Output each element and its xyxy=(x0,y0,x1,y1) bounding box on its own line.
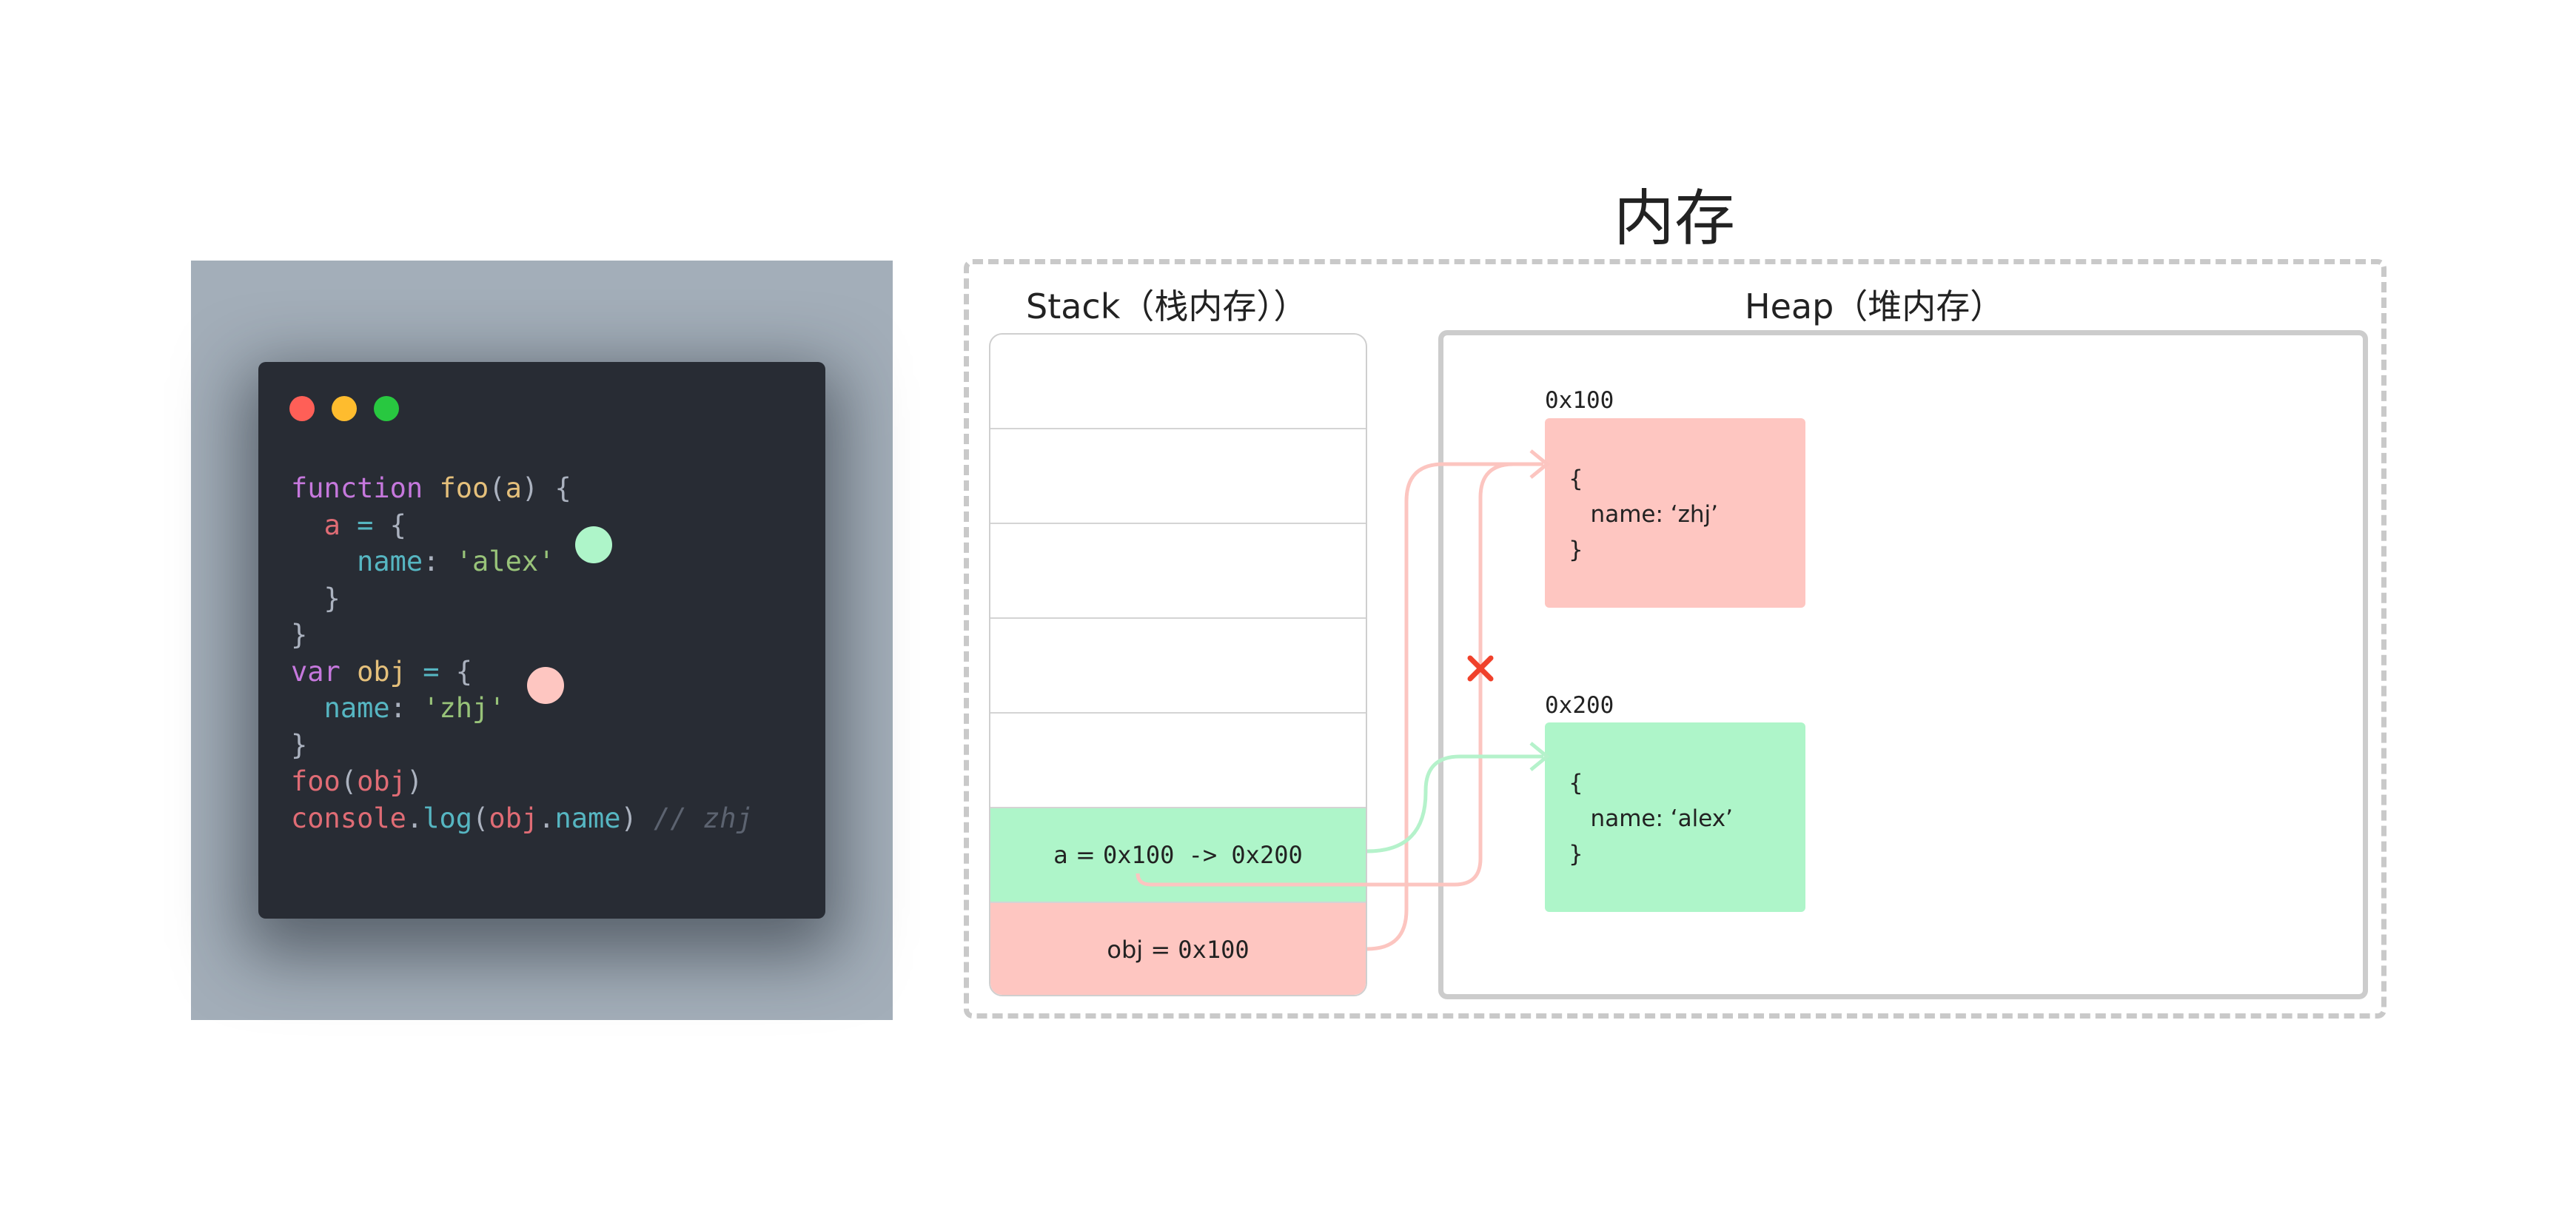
heap-object-line: { xyxy=(1569,770,1583,796)
heap-object-line: { xyxy=(1569,466,1583,492)
code-block: function foo(a) { a = { name: 'alex' } }… xyxy=(291,470,753,836)
code-token: = xyxy=(357,509,374,541)
code-line: } xyxy=(291,619,307,651)
code-token: function xyxy=(291,472,423,504)
stack-obj-prefix: obj = xyxy=(1107,936,1178,964)
code-token: obj xyxy=(489,802,539,834)
a-new-reference-arrow xyxy=(1366,754,1543,853)
zhj-object-marker xyxy=(527,667,564,704)
heap-address-0x100: 0x100 xyxy=(1545,387,1614,414)
stack-a-prefix: a = xyxy=(1053,841,1104,869)
stack-slot-obj: obj = 0x100 xyxy=(990,903,1366,995)
alex-object-marker xyxy=(575,526,612,563)
stack-slot xyxy=(990,429,1366,524)
minimize-window-dot xyxy=(332,396,357,421)
code-token: 'alex' xyxy=(455,546,555,577)
stack-obj-value: 0x100 xyxy=(1178,936,1250,964)
memory-boundary xyxy=(964,259,2387,1019)
code-token: ) xyxy=(620,802,654,834)
code-token: ( xyxy=(472,802,489,834)
code-line: name: 'zhj' xyxy=(291,692,506,724)
heap-object-alex: { name: ‘alex’ } xyxy=(1545,722,1805,912)
code-token: ) { xyxy=(521,472,571,504)
stack-slot xyxy=(990,524,1366,619)
code-token: foo xyxy=(439,472,489,504)
code-token: name xyxy=(554,802,621,834)
heap-object-zhj: { name: ‘zhj’ } xyxy=(1545,418,1805,608)
stack-slot xyxy=(990,714,1366,808)
code-line: a = { xyxy=(291,509,406,541)
heap-label: Heap（堆内存） xyxy=(1745,286,2005,326)
heap-object-line: name: ‘alex’ xyxy=(1569,805,1733,832)
code-token: ) xyxy=(406,765,423,797)
code-token: ( xyxy=(340,765,358,797)
code-token: // zhj xyxy=(654,802,753,834)
code-token: foo xyxy=(291,765,341,797)
stack-slot xyxy=(990,335,1366,429)
stack-slot xyxy=(990,619,1366,714)
close-window-dot xyxy=(289,396,315,421)
code-token: : xyxy=(389,692,423,724)
code-line: } xyxy=(291,729,307,761)
code-window: function foo(a) { a = { name: 'alex' } }… xyxy=(258,362,825,919)
heap-address-0x200: 0x200 xyxy=(1545,692,1614,719)
code-token: console xyxy=(291,802,406,834)
code-line: console.log(obj.name) // zhj xyxy=(291,802,753,834)
crossed-out-reference-icon xyxy=(1467,655,1494,682)
heap-object-line: name: ‘zhj’ xyxy=(1569,501,1719,528)
code-token: : xyxy=(423,546,456,577)
code-token: 'zhj' xyxy=(423,692,506,724)
stack-label: Stack（栈内存）） xyxy=(1026,286,1308,326)
code-token: { xyxy=(439,655,473,688)
code-token: obj xyxy=(357,765,406,797)
code-token: name xyxy=(323,692,390,724)
code-token: } xyxy=(291,582,341,614)
heap-memory xyxy=(1438,330,2368,999)
code-token: name xyxy=(357,546,423,577)
stack-a-value: 0x100 -> 0x200 xyxy=(1103,841,1303,869)
code-token: . xyxy=(538,802,555,834)
heap-object-line: } xyxy=(1569,537,1583,563)
code-token: a xyxy=(323,509,341,541)
code-token: } xyxy=(291,619,308,651)
code-token: var xyxy=(291,655,341,688)
code-line: } xyxy=(291,583,341,614)
code-token: ( xyxy=(489,472,506,504)
heap-object-line: } xyxy=(1569,841,1583,868)
code-token: = xyxy=(423,655,440,688)
code-token: log xyxy=(423,802,473,834)
a-old-reference-arrow xyxy=(1136,462,1543,887)
code-token: a xyxy=(505,472,522,504)
code-line: function foo(a) { xyxy=(291,472,571,504)
stack-slot-a: a = 0x100 -> 0x200 xyxy=(990,808,1366,903)
arrowhead-0x200 xyxy=(1529,742,1550,771)
code-token: } xyxy=(291,728,308,761)
code-token: . xyxy=(406,802,423,834)
code-line: foo(obj) xyxy=(291,765,423,797)
code-line: name: 'alex' xyxy=(291,546,554,577)
maximize-window-dot xyxy=(374,396,399,421)
obj-reference-arrow xyxy=(1366,462,1543,951)
code-token: obj xyxy=(357,655,406,688)
arrowhead-0x100 xyxy=(1529,449,1550,479)
code-line: var obj = { xyxy=(291,656,472,688)
code-token: { xyxy=(373,509,406,541)
